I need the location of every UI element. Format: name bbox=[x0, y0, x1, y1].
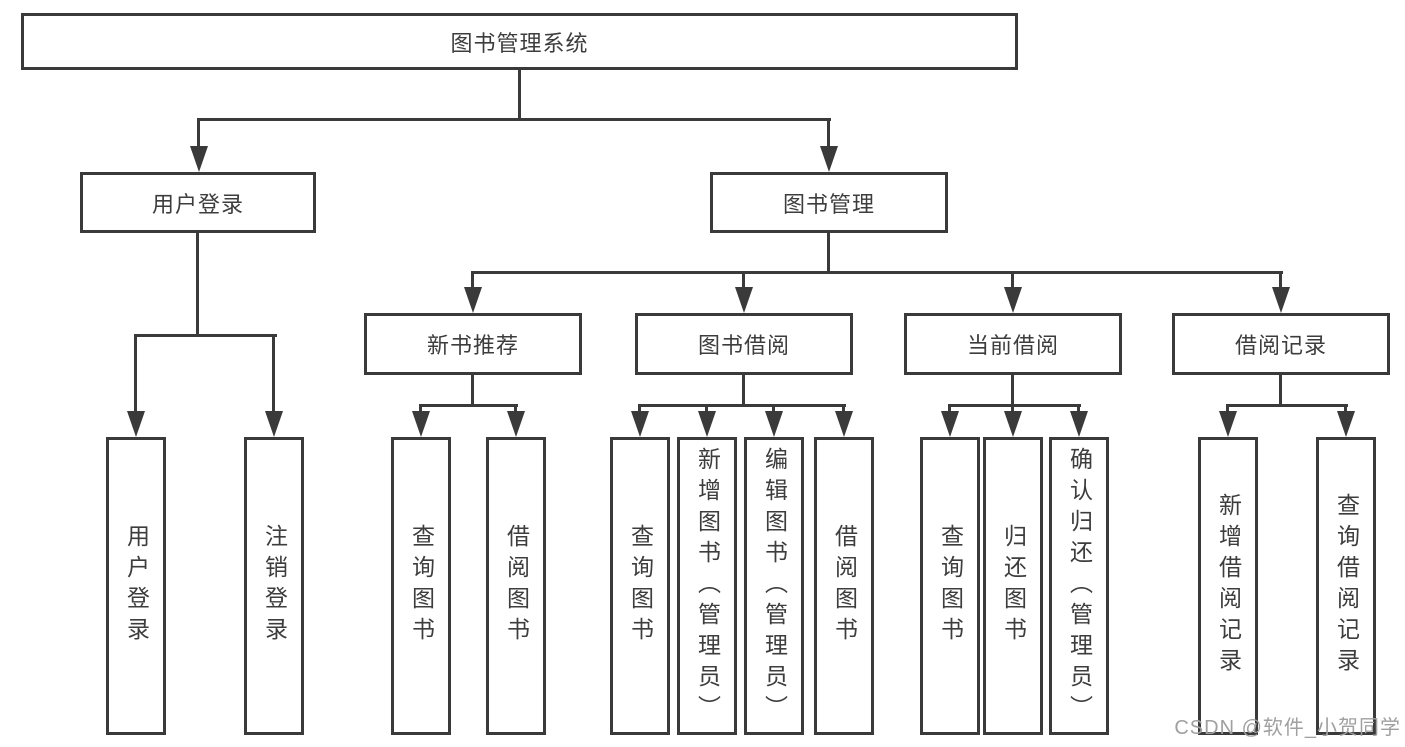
arrowhead-down-icon bbox=[735, 287, 753, 313]
arrowhead-down-icon bbox=[412, 411, 430, 437]
node-book-management: 图书管理 bbox=[710, 172, 948, 233]
arrow-shaft bbox=[471, 272, 474, 294]
connector-root-vline bbox=[518, 70, 521, 120]
node-label: 新增图书（管理员） bbox=[694, 446, 721, 726]
connector-group1-hbar bbox=[419, 404, 518, 407]
node-label: 注销登录 bbox=[261, 524, 288, 648]
leaf-confirm-return-admin: 确认归还（管理员） bbox=[1049, 437, 1109, 735]
connector-group2-stub bbox=[742, 374, 745, 407]
leaf-add-books-admin: 新增图书（管理员） bbox=[677, 437, 737, 735]
leaf-query-books-borrowing: 查询图书 bbox=[610, 437, 670, 735]
arrowhead-down-icon bbox=[265, 411, 283, 437]
arrowhead-down-icon bbox=[941, 411, 959, 437]
node-label: 图书管理 bbox=[782, 191, 875, 217]
connector-bookmgmt-hbar bbox=[471, 271, 1283, 274]
arrowhead-down-icon bbox=[835, 411, 853, 437]
connector-group4-hbar bbox=[1226, 404, 1348, 407]
connector-group4-stub bbox=[1279, 374, 1282, 407]
node-label: 确认归还（管理员） bbox=[1066, 446, 1093, 726]
arrow-shaft bbox=[742, 272, 745, 294]
node-borrowing-records: 借阅记录 bbox=[1172, 313, 1390, 375]
connector-group3-hbar bbox=[948, 404, 1081, 407]
node-label: 新书推荐 bbox=[426, 333, 519, 358]
node-label: 当前借阅 bbox=[966, 333, 1059, 358]
arrowhead-down-icon bbox=[1272, 287, 1290, 313]
node-current-borrowing: 当前借阅 bbox=[904, 313, 1122, 375]
connector-userlogin-hbar bbox=[134, 334, 277, 337]
arrow-shaft bbox=[272, 335, 275, 417]
leaf-query-borrow-record: 查询借阅记录 bbox=[1316, 437, 1376, 735]
leaf-query-books-current: 查询图书 bbox=[920, 437, 980, 735]
node-label: 借阅图书 bbox=[831, 524, 858, 648]
connector-bookmgmt-vline bbox=[827, 232, 830, 274]
node-label: 查询图书 bbox=[627, 524, 654, 648]
leaf-borrow-books-recommend: 借阅图书 bbox=[486, 437, 546, 735]
leaf-borrow-books: 借阅图书 bbox=[814, 437, 874, 735]
leaf-add-borrow-record: 新增借阅记录 bbox=[1198, 437, 1258, 735]
node-label: 查询借阅记录 bbox=[1333, 493, 1360, 679]
csdn-watermark: CSDN @软件_小贺同学 bbox=[1174, 717, 1401, 739]
arrow-shaft bbox=[134, 335, 137, 417]
arrowhead-down-icon bbox=[1004, 287, 1022, 313]
arrowhead-down-icon bbox=[1337, 411, 1355, 437]
connector-group1-stub bbox=[471, 374, 474, 407]
arrowhead-down-icon bbox=[1219, 411, 1237, 437]
arrowhead-down-icon bbox=[765, 411, 783, 437]
node-root-system: 图书管理系统 bbox=[21, 13, 1018, 70]
arrowhead-down-icon bbox=[698, 411, 716, 437]
node-label: 用户登录 bbox=[123, 524, 150, 648]
connector-userlogin-vline bbox=[196, 232, 199, 337]
node-book-borrowing: 图书借阅 bbox=[635, 313, 853, 375]
arrow-shaft bbox=[1279, 272, 1282, 294]
node-label: 用户登录 bbox=[151, 191, 244, 217]
connector-group3-stub bbox=[1011, 374, 1014, 407]
node-label: 查询图书 bbox=[408, 524, 435, 648]
node-user-login: 用户登录 bbox=[80, 172, 316, 233]
node-label: 编辑图书（管理员） bbox=[761, 446, 788, 726]
arrowhead-down-icon bbox=[1004, 411, 1022, 437]
leaf-logout: 注销登录 bbox=[244, 437, 304, 735]
arrow-shaft bbox=[197, 119, 200, 151]
arrowhead-down-icon bbox=[190, 146, 208, 172]
node-label: 归还图书 bbox=[1000, 524, 1027, 648]
node-label: 新增借阅记录 bbox=[1215, 493, 1242, 679]
arrow-shaft bbox=[827, 119, 830, 151]
leaf-user-login: 用户登录 bbox=[106, 437, 166, 735]
leaf-return-books: 归还图书 bbox=[983, 437, 1043, 735]
arrow-shaft bbox=[1011, 272, 1014, 294]
arrowhead-down-icon bbox=[464, 287, 482, 313]
node-label: 借阅记录 bbox=[1234, 333, 1327, 358]
arrowhead-down-icon bbox=[1070, 411, 1088, 437]
node-new-book-recommend: 新书推荐 bbox=[364, 313, 582, 375]
connector-level2-hbar bbox=[197, 118, 831, 121]
arrowhead-down-icon bbox=[820, 146, 838, 172]
node-label: 图书借阅 bbox=[697, 333, 790, 358]
arrowhead-down-icon bbox=[507, 411, 525, 437]
arrowhead-down-icon bbox=[631, 411, 649, 437]
node-label: 查询图书 bbox=[937, 524, 964, 648]
leaf-query-books-recommend: 查询图书 bbox=[391, 437, 451, 735]
leaf-edit-books-admin: 编辑图书（管理员） bbox=[744, 437, 804, 735]
connector-group2-hbar bbox=[638, 404, 846, 407]
node-label: 借阅图书 bbox=[503, 524, 530, 648]
node-label: 图书管理系统 bbox=[450, 30, 589, 56]
arrowhead-down-icon bbox=[127, 411, 145, 437]
